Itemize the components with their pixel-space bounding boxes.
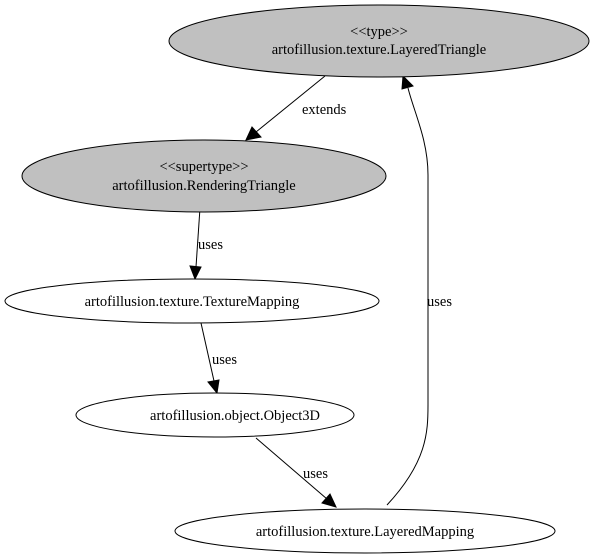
edge-uses-texture-object3d-arrowhead	[207, 379, 220, 395]
node-layered-triangle-stereotype: <<type>>	[350, 24, 408, 40]
edge-extends-line	[255, 75, 326, 133]
node-layered-triangle: <<type>> artofillusion.texture.LayeredTr…	[168, 4, 590, 78]
node-object3d: artofillusion.object.Object3D	[75, 392, 355, 438]
node-rendering-triangle: <<supertype>> artofillusion.RenderingTri…	[21, 139, 387, 213]
edge-uses-layered-mapping-triangle-label: uses	[427, 294, 452, 310]
node-object3d-name: artofillusion.object.Object3D	[150, 408, 320, 424]
edge-uses-object3d-layered-mapping: uses	[255, 437, 337, 508]
edge-uses-rendering-texture: uses	[189, 207, 223, 281]
node-layered-mapping: artofillusion.texture.LayeredMapping	[174, 508, 556, 554]
node-object3d-ellipse	[75, 392, 355, 438]
edge-extends: extends	[245, 75, 347, 141]
edge-uses-rendering-texture-arrowhead	[189, 265, 202, 281]
edge-uses-rendering-texture-line	[195, 207, 201, 268]
node-texture-mapping-name: artofillusion.texture.TextureMapping	[85, 294, 300, 310]
node-texture-mapping-ellipse	[4, 278, 380, 324]
edge-uses-object3d-layered-mapping-arrowhead	[321, 493, 337, 508]
node-layered-triangle-name: artofillusion.texture.LayeredTriangle	[272, 42, 486, 58]
node-texture-mapping: artofillusion.texture.TextureMapping	[4, 278, 380, 324]
edge-extends-label: extends	[302, 102, 347, 118]
node-rendering-triangle-stereotype: <<supertype>>	[159, 159, 248, 175]
edge-extends-arrowhead	[245, 126, 262, 141]
node-layered-mapping-name: artofillusion.texture.LayeredMapping	[256, 524, 474, 540]
edge-uses-texture-object3d: uses	[200, 322, 237, 395]
edge-uses-rendering-texture-label: uses	[198, 237, 223, 253]
edge-uses-texture-object3d-line	[200, 322, 215, 382]
edge-uses-object3d-layered-mapping-label: uses	[303, 466, 328, 482]
edge-uses-layered-mapping-triangle-line	[386, 87, 429, 506]
node-layered-triangle-ellipse	[168, 4, 590, 78]
edge-uses-layered-mapping-triangle: uses	[386, 74, 452, 506]
edge-uses-object3d-layered-mapping-line	[255, 437, 328, 500]
node-layered-mapping-ellipse	[174, 508, 556, 554]
node-rendering-triangle-ellipse	[21, 139, 387, 213]
node-rendering-triangle-name: artofillusion.RenderingTriangle	[112, 178, 296, 194]
edge-uses-layered-mapping-triangle-arrowhead	[401, 74, 414, 90]
edge-uses-texture-object3d-label: uses	[212, 352, 237, 368]
